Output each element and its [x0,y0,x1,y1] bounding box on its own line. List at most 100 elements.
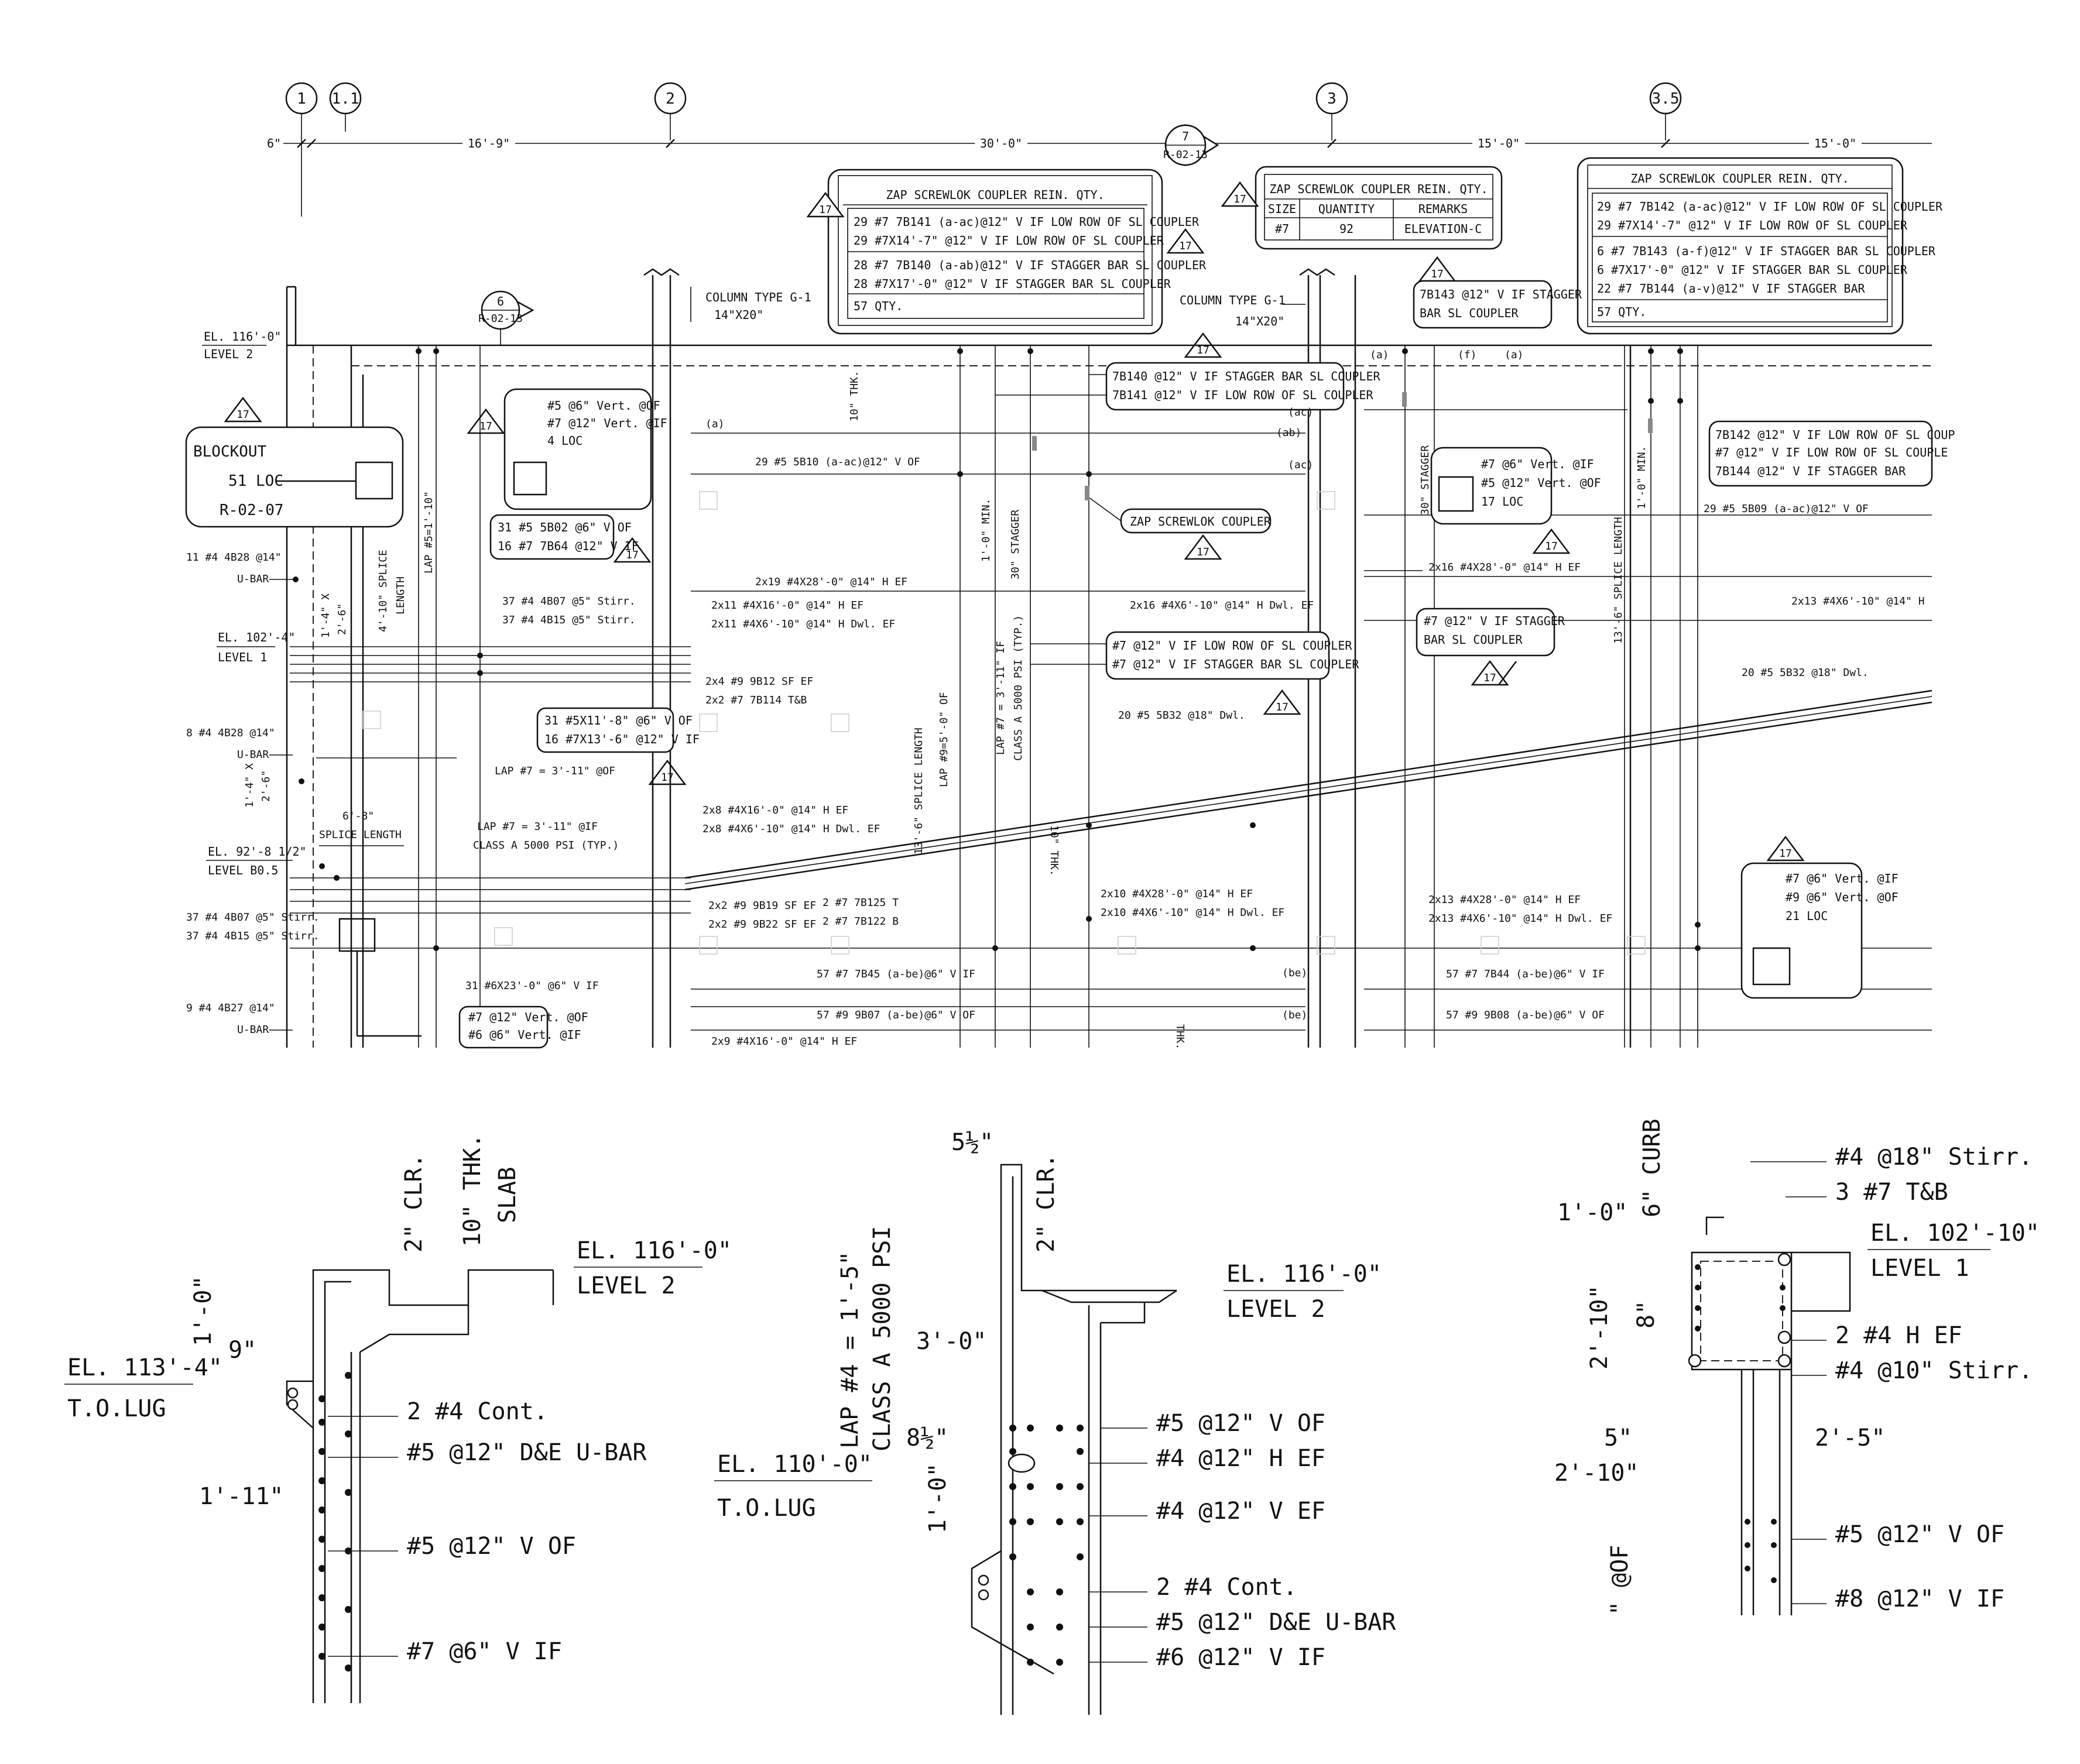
svg-text:57 #7 7B44 (a-be)@6" V IF: 57 #7 7B44 (a-be)@6" V IF [1446,968,1605,980]
svg-text:(a): (a) [1505,349,1524,361]
revision-triangle[interactable]: 17 [613,537,652,563]
revision-triangle[interactable]: 17 [1221,181,1259,207]
callout-box-j[interactable]: #7 @12" V IF STAGGER BAR SL COUPLER [1416,608,1565,657]
revision-triangle[interactable]: 17 [1263,689,1301,715]
svg-text:14"X20": 14"X20" [1235,314,1284,328]
coupler-table-middle-header-size: SIZE [1268,202,1296,216]
svg-text:5": 5" [1604,1425,1632,1451]
svg-text:LENGTH: LENGTH [395,576,407,615]
svg-text:#7 @6" Vert. @IF: #7 @6" Vert. @IF [1786,871,1899,886]
svg-text:2'-10": 2'-10" [1586,1285,1613,1370]
coupler-table-middle-remarks: ELEVATION-C [1404,222,1482,236]
svg-text:2x2 #9 9B22 SF EF: 2x2 #9 9B22 SF EF [708,918,816,931]
callout-box-a[interactable]: #5 @6" Vert. @OF #7 @12" Vert. @IF 4 LOC [503,388,667,510]
svg-text:(a): (a) [1370,349,1389,361]
grid-dim-5: 15'-0" [1814,136,1856,150]
callout-box-g[interactable]: 7B140 @12" V IF STAGGER BAR SL COUPLER 7… [995,362,1381,411]
svg-text:57 #7 7B45 (a-be)@6" V IF: 57 #7 7B45 (a-be)@6" V IF [817,968,975,980]
svg-text:(ac): (ac) [1288,406,1313,418]
svg-text:57 #9 9B08 (a-be)@6" V OF: 57 #9 9B08 (a-be)@6" V OF [1446,1009,1605,1021]
svg-text:SPLICE LENGTH: SPLICE LENGTH [319,829,402,841]
svg-text:37 #4 4B15 @5" Stirr.: 37 #4 4B15 @5" Stirr. [502,614,636,626]
svg-text:31 #5X11'-8" @6" V OF: 31 #5X11'-8" @6" V OF [544,713,693,727]
svg-text:2x10 #4X28'-0" @14" H EF: 2x10 #4X28'-0" @14" H EF [1101,888,1253,900]
revision-triangle[interactable] [1498,661,1517,685]
svg-text:#7 @12" V IF LOW ROW OF SL COU: #7 @12" V IF LOW ROW OF SL COUPLE [1715,445,1948,459]
svg-text:#5 @12" V OF: #5 @12" V OF [1835,1521,2004,1548]
svg-text:17: 17 [1197,344,1209,356]
svg-text:2x2 #7 7B114 T&B: 2x2 #7 7B114 T&B [705,694,807,706]
callout-box-i[interactable]: #7 @12" V IF LOW ROW OF SL COUPLER #7 @1… [1030,631,1359,680]
svg-text:2x8 #4X16'-0" @14" H EF: 2x8 #4X16'-0" @14" H EF [703,804,848,816]
svg-text:#9 @6" Vert. @OF: #9 @6" Vert. @OF [1786,890,1899,904]
svg-text:#7 @12" V IF STAGGER: #7 @12" V IF STAGGER [1424,614,1565,628]
revision-triangle[interactable]: 17 [1166,228,1205,254]
section-marker-7[interactable]: 7 R-02-13 [1163,123,1219,167]
svg-text:2x16 #4X6'-10" @14" H Dwl. EF: 2x16 #4X6'-10" @14" H Dwl. EF [1130,599,1314,612]
svg-text:2x8 #4X6'-10" @14" H Dwl. EF: 2x8 #4X6'-10" @14" H Dwl. EF [703,823,880,835]
svg-text:#7 @12" V IF STAGGER BAR SL CO: #7 @12" V IF STAGGER BAR SL COUPLER [1112,657,1359,671]
callout-box-e[interactable]: 31 #5 5B02 @6" V OF 16 #7 7B64 @12" V IF [489,514,639,560]
grid-dim-2: 16'-9" [468,136,510,150]
coupler-table-left-line-3: 28 #7 7B140 (a-ab)@12" V IF STAGGER BAR … [854,258,1207,272]
elevation-notes: 11 #4 4B28 @14" U-BAR 8 #4 4B28 @14" U-B… [186,349,1925,1049]
revision-triangle[interactable]: 17 [467,408,505,434]
revision-triangle[interactable]: 17 [1766,835,1805,862]
column-type-right: COLUMN TYPE G-1 14"X20" [1180,293,1305,328]
svg-text:6" CURB: 6" CURB [1639,1118,1666,1217]
coupler-table-left-line-5: 57 QTY. [854,299,903,313]
coupler-table-left-line-2: 29 #7X14'-7" @12" V IF LOW ROW OF SL COU… [854,234,1164,248]
grid-dim-3: 30'-0" [980,136,1022,150]
svg-text:#7 @12" V IF LOW ROW OF SL COU: #7 @12" V IF LOW ROW OF SL COUPLER [1112,639,1352,653]
svg-text:1'-0": 1'-0" [190,1276,217,1346]
svg-text:2x4 #9 9B12 SF EF: 2x4 #9 9B12 SF EF [705,675,813,688]
coupler-table-middle: ZAP SCREWLOK COUPLER REIN. QTY. SIZE QUA… [1255,166,1503,250]
svg-text:LEVEL 1: LEVEL 1 [1870,1255,1969,1282]
revision-triangle[interactable]: 17 [1184,534,1222,560]
callout-box-h[interactable]: 7B143 @12" V IF STAGGER BAR SL COUPLER [1413,280,1582,329]
svg-text:#4 @12" V EF: #4 @12" V EF [1156,1498,1325,1525]
svg-text:10" THK.: 10" THK. [848,370,861,421]
revision-triangle[interactable]: 17 [1471,660,1509,686]
coupler-table-left: ZAP SCREWLOK COUPLER REIN. QTY. 29 #7 7B… [827,169,1207,335]
svg-text:COLUMN TYPE G-1: COLUMN TYPE G-1 [1180,293,1286,307]
svg-text:BAR SL COUPLER: BAR SL COUPLER [1420,306,1519,320]
revision-triangle[interactable]: 17 [224,396,262,423]
callout-box-k[interactable]: 7B142 @12" V IF LOW ROW OF SL COUP #7 @1… [1708,420,1955,487]
svg-text:1'-0" MIN.: 1'-0" MIN. [980,499,992,562]
coupler-table-left-line-4: 28 #7X17'-0" @12" V IF STAGGER BAR SL CO… [854,277,1171,291]
level-marker-level2: EL. 116'-0" LEVEL 2 [202,330,281,361]
svg-text:2x10 #4X6'-10" @14" H Dwl. EF: 2x10 #4X6'-10" @14" H Dwl. EF [1101,907,1284,919]
revision-triangle[interactable]: 17 [1532,528,1571,554]
svg-text:#5 @12" D&E U-BAR: #5 @12" D&E U-BAR [1156,1609,1396,1636]
zap-coupler-callout[interactable]: ZAP SCREWLOK COUPLER [1032,392,1653,534]
svg-text:EL. 113'-4": EL. 113'-4" [67,1354,222,1381]
blockout-callout[interactable]: BLOCKOUT 51 LOC R-02-07 [185,426,404,528]
revision-triangle[interactable]: 17 [648,759,687,785]
svg-text:5½": 5½" [951,1129,993,1156]
level-marker-levelb05: EL. 92'-8 1/2" LEVEL B0.5 [206,845,307,877]
revision-triangle[interactable]: 17 [806,191,845,218]
svg-text:#4 @12" H EF: #4 @12" H EF [1156,1445,1325,1472]
svg-text:17: 17 [1483,672,1496,684]
blockout-line-1: BLOCKOUT [193,443,267,461]
svg-text:2 #7 7B122 B: 2 #7 7B122 B [823,915,899,928]
svg-text:1'-11": 1'-11" [199,1483,284,1510]
coupler-table-middle-header-remarks: REMARKS [1418,202,1468,216]
svg-text:57 #9 9B07 (a-be)@6" V OF: 57 #9 9B07 (a-be)@6" V OF [817,1009,975,1021]
coupler-table-middle-qty: 92 [1339,222,1353,236]
callout-box-d[interactable]: #7 @12" Vert. @OF #6 @6" Vert. @IF [338,918,588,1049]
callout-box-f[interactable]: 31 #5X11'-8" @6" V OF 16 #7X13'-6" @12" … [536,707,700,753]
svg-text:#7 @12" Vert. @OF: #7 @12" Vert. @OF [468,1010,588,1024]
callout-box-c[interactable]: #7 @6" Vert. @IF #9 @6" Vert. @OF 21 LOC [1740,862,1899,999]
callout-box-b[interactable]: #7 @6" Vert. @IF #5 @12" Vert. @OF 17 LO… [1430,447,1601,525]
revision-triangle[interactable]: 17 [1418,256,1457,282]
svg-text:#7 @12" Vert. @IF: #7 @12" Vert. @IF [547,416,667,430]
svg-text:1'-0": 1'-0" [924,1463,951,1533]
grid-label-1-1: 1.1 [332,90,359,108]
svg-text:#5 @12" Vert. @OF: #5 @12" Vert. @OF [1481,476,1601,490]
svg-text:17: 17 [1179,240,1192,252]
svg-text:37 #4 4B07 @5" Stirr.: 37 #4 4B07 @5" Stirr. [186,911,320,924]
section-marker-6[interactable]: 6 R-02-13 [478,290,534,345]
